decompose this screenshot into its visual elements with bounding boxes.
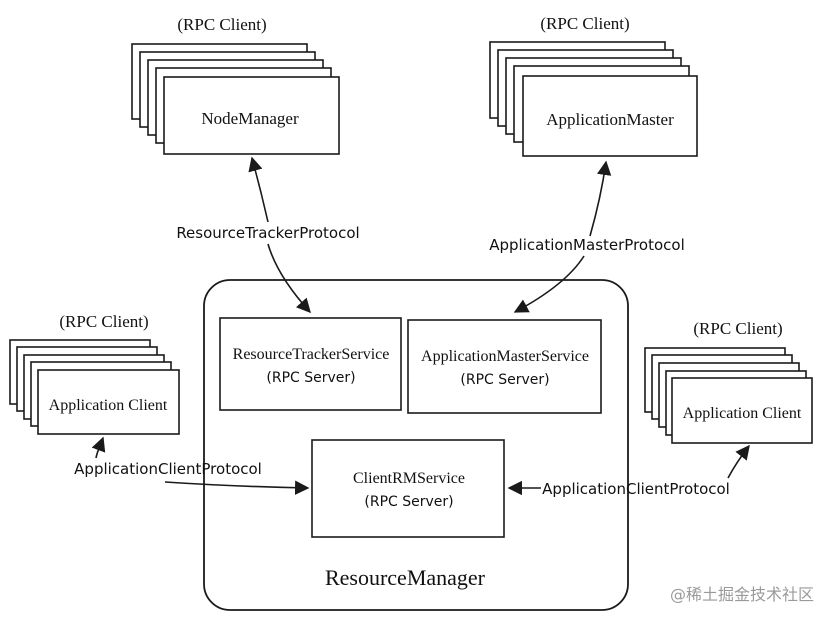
application-client-protocol-left-edge: ApplicationClientProtocol — [74, 436, 310, 495]
app-client-left-box — [37, 369, 180, 435]
application-client-left-stack: Application Client (RPC Client) — [9, 312, 180, 435]
resource-tracker-protocol-label: ResourceTrackerProtocol — [176, 224, 359, 242]
application-client-protocol-left-arrow-up — [91, 436, 106, 459]
application-master-label: ApplicationMaster — [546, 110, 674, 129]
application-client-protocol-left-arrow-right — [164, 480, 310, 495]
app-client-right-role: (RPC Client) — [693, 319, 782, 338]
application-client-right-stack: Application Client (RPC Client) — [644, 319, 813, 444]
application-client-protocol-right-arrow-up — [727, 444, 750, 479]
application-master-service-label: ApplicationMasterService — [421, 348, 589, 365]
application-master-stack: ApplicationMaster (RPC Client) — [489, 14, 698, 157]
application-master-role: (RPC Client) — [540, 14, 629, 33]
watermark: @稀土掘金技术社区 — [670, 585, 814, 604]
application-master-protocol-edge: ApplicationMasterProtocol — [489, 160, 685, 313]
app-client-left-role: (RPC Client) — [59, 312, 148, 331]
app-client-right-box — [671, 377, 813, 444]
node-manager-stack: NodeManager (RPC Client) — [131, 15, 340, 155]
resource-tracker-service-label: ResourceTrackerService — [233, 346, 390, 363]
resource-manager-label: ResourceManager — [325, 565, 486, 590]
node-manager-role: (RPC Client) — [177, 15, 266, 34]
application-master-protocol-arrow-down — [513, 255, 585, 313]
application-client-protocol-right-label: ApplicationClientProtocol — [542, 480, 730, 498]
application-master-service-box — [407, 319, 602, 414]
application-master-box — [522, 75, 698, 157]
node-manager-label: NodeManager — [201, 109, 299, 128]
client-rm-service-sub: (RPC Server) — [364, 494, 453, 510]
application-master-service-sub: (RPC Server) — [460, 372, 549, 388]
node-manager-box — [163, 76, 340, 155]
app-client-left-label: Application Client — [49, 397, 168, 414]
application-client-protocol-right-edge: ApplicationClientProtocol — [507, 444, 750, 498]
resource-tracker-service-sub: (RPC Server) — [266, 370, 355, 386]
application-master-protocol-arrow-up — [589, 160, 612, 237]
resource-tracker-protocol-arrow-down — [267, 243, 311, 314]
client-rm-service-box — [311, 439, 505, 538]
resource-manager: ResourceManager ResourceTrackerService (… — [203, 279, 629, 611]
resource-tracker-service-box — [219, 317, 402, 411]
resource-tracker-protocol-arrow-up — [248, 156, 269, 223]
application-master-protocol-label: ApplicationMasterProtocol — [489, 236, 684, 254]
app-client-right-label: Application Client — [683, 405, 802, 422]
application-client-protocol-left-label: ApplicationClientProtocol — [74, 460, 262, 478]
client-rm-service-label: ClientRMService — [353, 470, 465, 487]
resource-tracker-protocol-edge: ResourceTrackerProtocol — [176, 156, 360, 314]
